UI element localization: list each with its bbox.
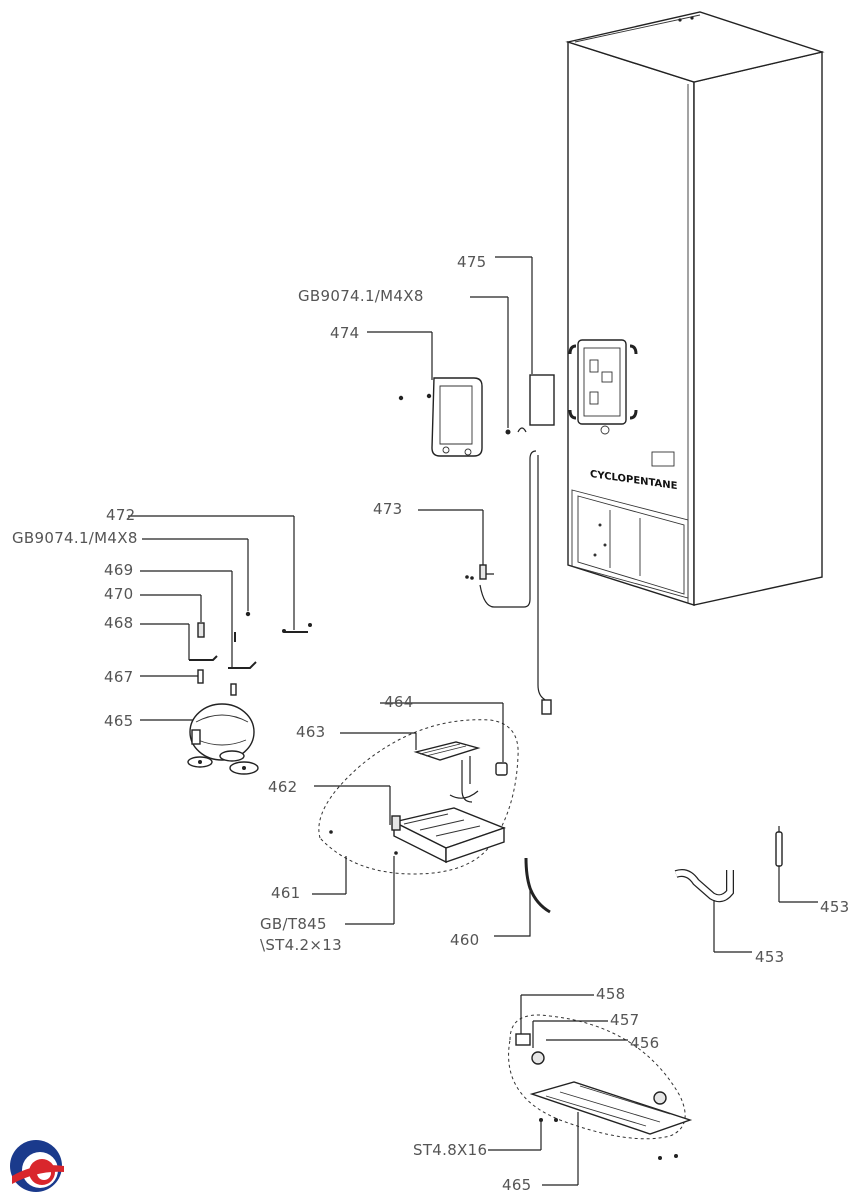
part-457 bbox=[531, 1020, 608, 1065]
group-outline-bracket bbox=[508, 1014, 686, 1140]
label-467: 467 bbox=[104, 668, 134, 686]
fridge-cabinet: CYCLOPENTANE bbox=[565, 11, 825, 606]
part-462-tray bbox=[314, 785, 507, 864]
label-465-top: 465 bbox=[104, 712, 134, 730]
label-474: 474 bbox=[330, 324, 360, 342]
label-453-lower: 453 bbox=[755, 948, 785, 966]
label-gb9074-left: GB9074.1/M4X8 bbox=[12, 529, 138, 547]
label-gb9074-top: GB9074.1/M4X8 bbox=[298, 287, 424, 305]
screw-st48x16 bbox=[488, 1118, 543, 1151]
part-469 bbox=[140, 570, 257, 696]
label-465-bottom: 465 bbox=[502, 1176, 532, 1194]
part-453-filter bbox=[775, 826, 818, 903]
part-456 bbox=[546, 1039, 667, 1105]
group-outline-tray bbox=[318, 719, 519, 875]
part-468 bbox=[140, 623, 218, 661]
screw-gbt845 bbox=[345, 851, 398, 925]
part-467 bbox=[140, 669, 204, 684]
part-475-cover bbox=[495, 256, 555, 426]
part-465-compressor bbox=[140, 703, 259, 775]
part-460-pipe bbox=[494, 857, 551, 937]
label-457: 457 bbox=[610, 1011, 640, 1029]
part-458 bbox=[515, 994, 594, 1046]
label-473: 473 bbox=[373, 500, 403, 518]
label-472: 472 bbox=[106, 506, 136, 524]
label-458: 458 bbox=[596, 985, 626, 1003]
part-465-bracket bbox=[529, 1081, 693, 1186]
part-473-sensor bbox=[418, 450, 552, 715]
label-st42x13: \ST4.2×13 bbox=[260, 936, 342, 954]
part-461 bbox=[312, 856, 347, 895]
part-472 bbox=[128, 515, 312, 633]
part-470 bbox=[140, 594, 205, 638]
label-453-upper: 453 bbox=[820, 898, 850, 916]
label-469: 469 bbox=[104, 561, 134, 579]
label-461: 461 bbox=[271, 884, 301, 902]
label-462: 462 bbox=[268, 778, 298, 796]
label-gbt845: GB/T845 bbox=[260, 915, 327, 933]
brand-logo-icon bbox=[10, 1140, 64, 1192]
label-460: 460 bbox=[450, 931, 480, 949]
part-474-control-box bbox=[367, 331, 483, 457]
part-453-bent-pipe bbox=[674, 869, 752, 953]
label-475: 475 bbox=[457, 253, 487, 271]
part-463-heater bbox=[340, 732, 481, 803]
label-463: 463 bbox=[296, 723, 326, 741]
screw-gb9074-left bbox=[142, 538, 251, 617]
part-464 bbox=[380, 702, 508, 776]
label-468: 468 bbox=[104, 614, 134, 632]
label-456: 456 bbox=[630, 1034, 660, 1052]
screw-gb9074-top bbox=[470, 296, 527, 435]
label-470: 470 bbox=[104, 585, 134, 603]
label-464: 464 bbox=[384, 693, 414, 711]
label-st48x16: ST4.8X16 bbox=[413, 1141, 487, 1159]
